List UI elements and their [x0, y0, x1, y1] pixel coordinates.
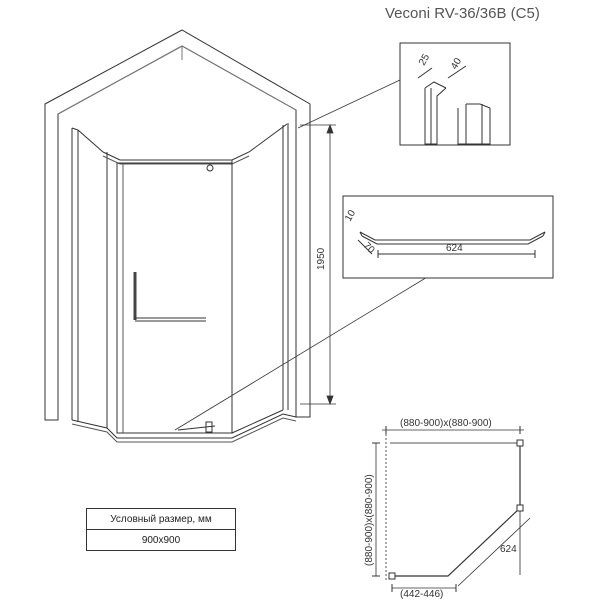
height-label: 1950	[316, 247, 327, 270]
hinge-mark	[206, 164, 214, 172]
profile-dim-a: 25	[417, 52, 432, 68]
top-frame	[102, 123, 288, 161]
shower-enclosure-view	[44, 29, 311, 443]
size-table-header-row: Условный размер, мм	[86, 508, 236, 530]
size-table-value-row: 900x900	[86, 529, 236, 551]
size-table-value: 900x900	[86, 529, 236, 551]
profile-leader	[297, 79, 401, 129]
base-tray	[71, 413, 297, 439]
plan-diagonal-label: 624	[500, 544, 517, 555]
threshold-length-label: 624	[446, 243, 463, 254]
size-table-header: Условный размер, мм	[86, 508, 236, 530]
right-fixed-panel	[231, 123, 289, 434]
plan-panels	[392, 443, 521, 577]
product-title: Veconi RV-36/36B (C5)	[385, 5, 540, 22]
plan-side-label: (442-446)	[400, 589, 443, 600]
plan-walls	[390, 442, 521, 575]
profile-dim-b: 40	[449, 56, 464, 72]
corner-walls	[44, 29, 311, 421]
profile-detail	[399, 42, 511, 146]
height-dimension	[300, 123, 336, 406]
left-fixed-panel	[71, 127, 108, 428]
threshold-leader	[174, 264, 448, 431]
plan-depth-label: (880-900)x(880-900)	[364, 474, 375, 566]
wall-back-inner	[57, 45, 297, 115]
door-handle	[133, 272, 206, 322]
size-table: Условный размер, мм 900x900	[86, 508, 236, 551]
threshold-height-label: 10	[343, 208, 358, 224]
plan-view	[372, 426, 531, 592]
threshold-detail	[342, 195, 554, 279]
plan-width-label: (880-900)x(880-900)	[400, 418, 492, 429]
